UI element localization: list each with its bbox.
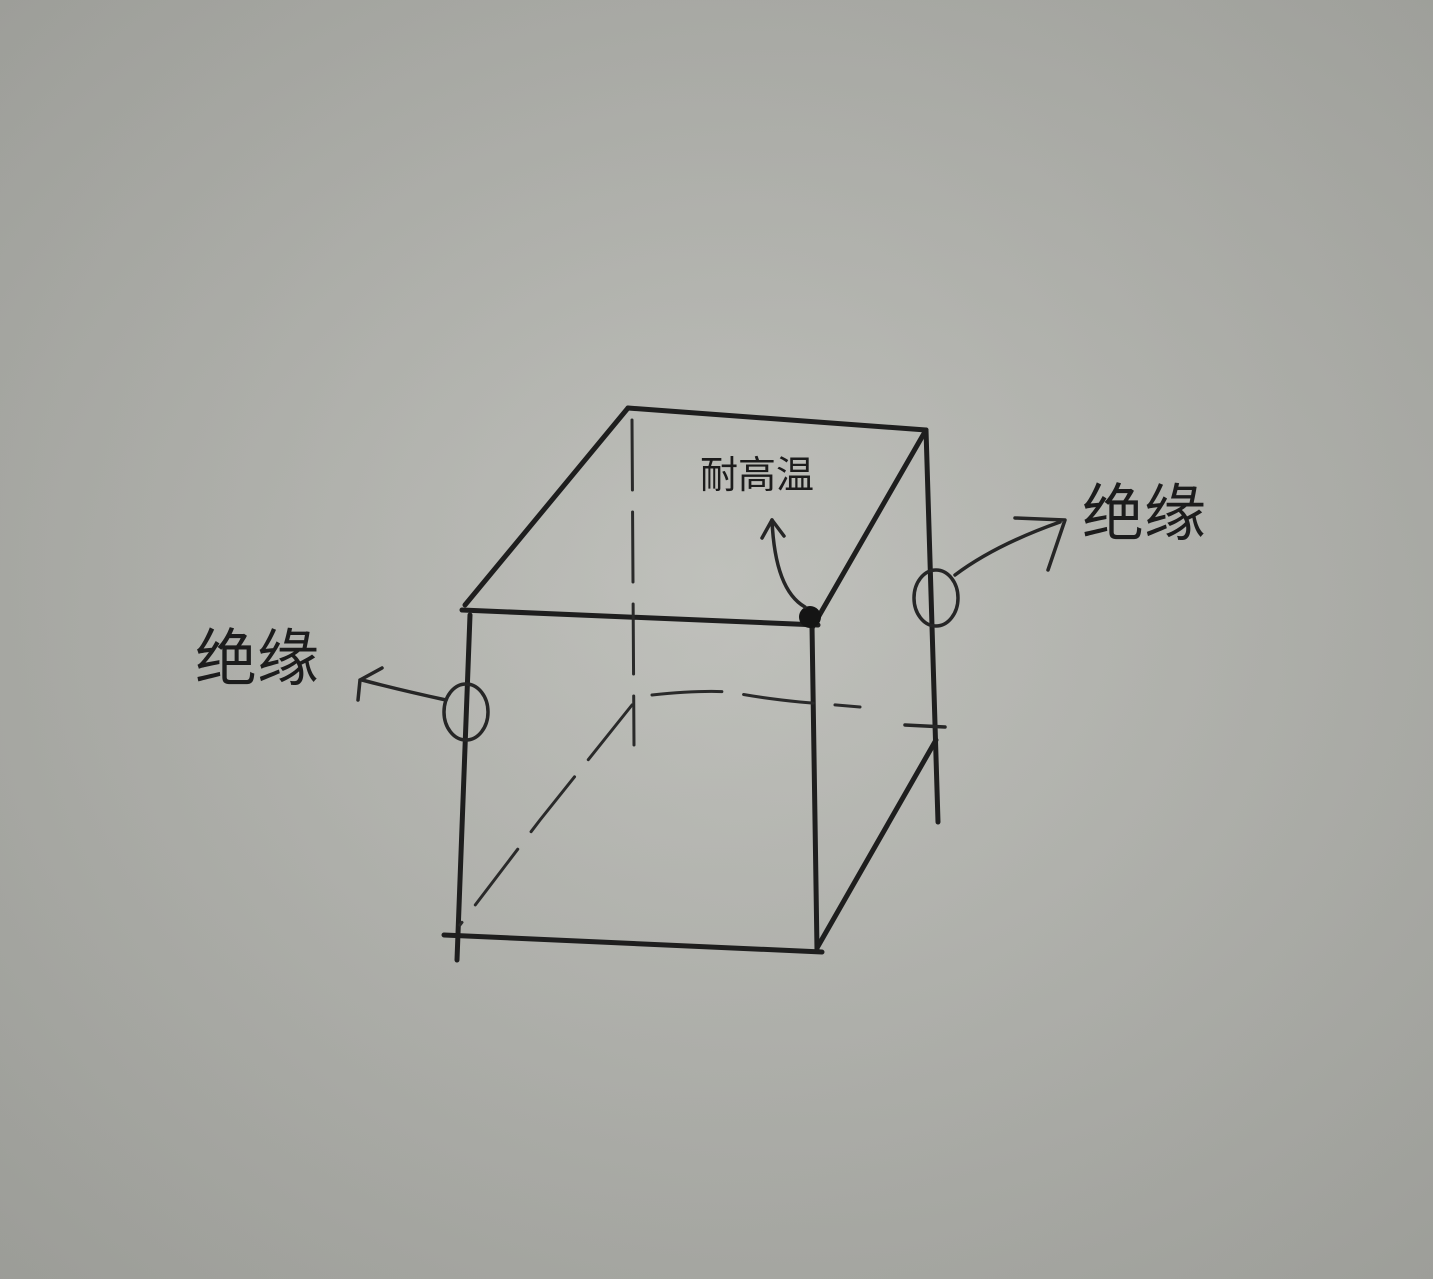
right-tick [905,725,945,727]
right-label: 绝缘 [1082,477,1206,550]
hidden-vertical-edge [632,420,634,745]
top-label: 耐高温 [700,453,814,497]
left-label: 绝缘 [195,622,319,695]
heat-resistant-dot [799,606,821,628]
